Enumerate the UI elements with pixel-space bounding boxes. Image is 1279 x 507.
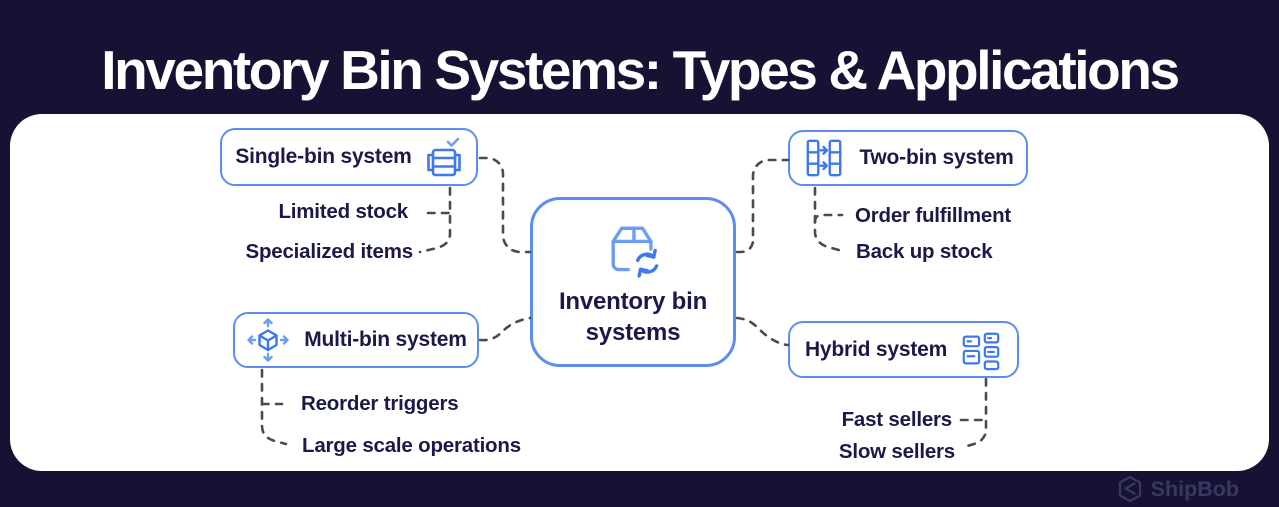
sub-label-large-scale-operations: Large scale operations: [302, 434, 521, 457]
brand-name: ShipBob: [1150, 476, 1239, 501]
node-hybrid-system: Hybrid system: [788, 321, 1019, 378]
hybrid-icon: [960, 328, 1002, 372]
two-bin-icon: [802, 137, 846, 179]
node-inventory-bin-systems: Inventory bin systems: [530, 197, 736, 367]
sub-label-back-up-stock: Back up stock: [856, 240, 993, 263]
node-two-bin-system: Two-bin system: [788, 130, 1028, 186]
sub-label-order-fulfillment: Order fulfillment: [855, 204, 1012, 227]
sub-label-fast-sellers: Fast sellers: [841, 408, 953, 431]
single-bin-icon: [425, 135, 463, 179]
sub-label-slow-sellers: Slow sellers: [838, 440, 955, 463]
node-label: Single-bin system: [235, 145, 412, 168]
node-multi-bin-system: Multi-bin system: [233, 312, 479, 368]
node-label: Multi-bin system: [304, 328, 467, 351]
box-recycle-icon: [594, 216, 672, 282]
node-single-bin-system: Single-bin system: [220, 128, 478, 186]
node-label: Hybrid system: [804, 337, 948, 361]
brand-logo: ShipBob: [1117, 475, 1239, 503]
node-label: Inventory bin systems: [558, 287, 708, 346]
page-title: Inventory Bin Systems: Types & Applicati…: [101, 39, 1180, 101]
sub-label-reorder-triggers: Reorder triggers: [301, 392, 459, 415]
node-label: Two-bin system: [859, 146, 1014, 169]
sub-label-specialized-items: Specialized items: [245, 240, 413, 263]
multi-bin-icon: [245, 317, 291, 363]
sub-label-limited-stock: Limited stock: [278, 200, 408, 223]
shipbob-cube-icon: [1117, 475, 1143, 503]
